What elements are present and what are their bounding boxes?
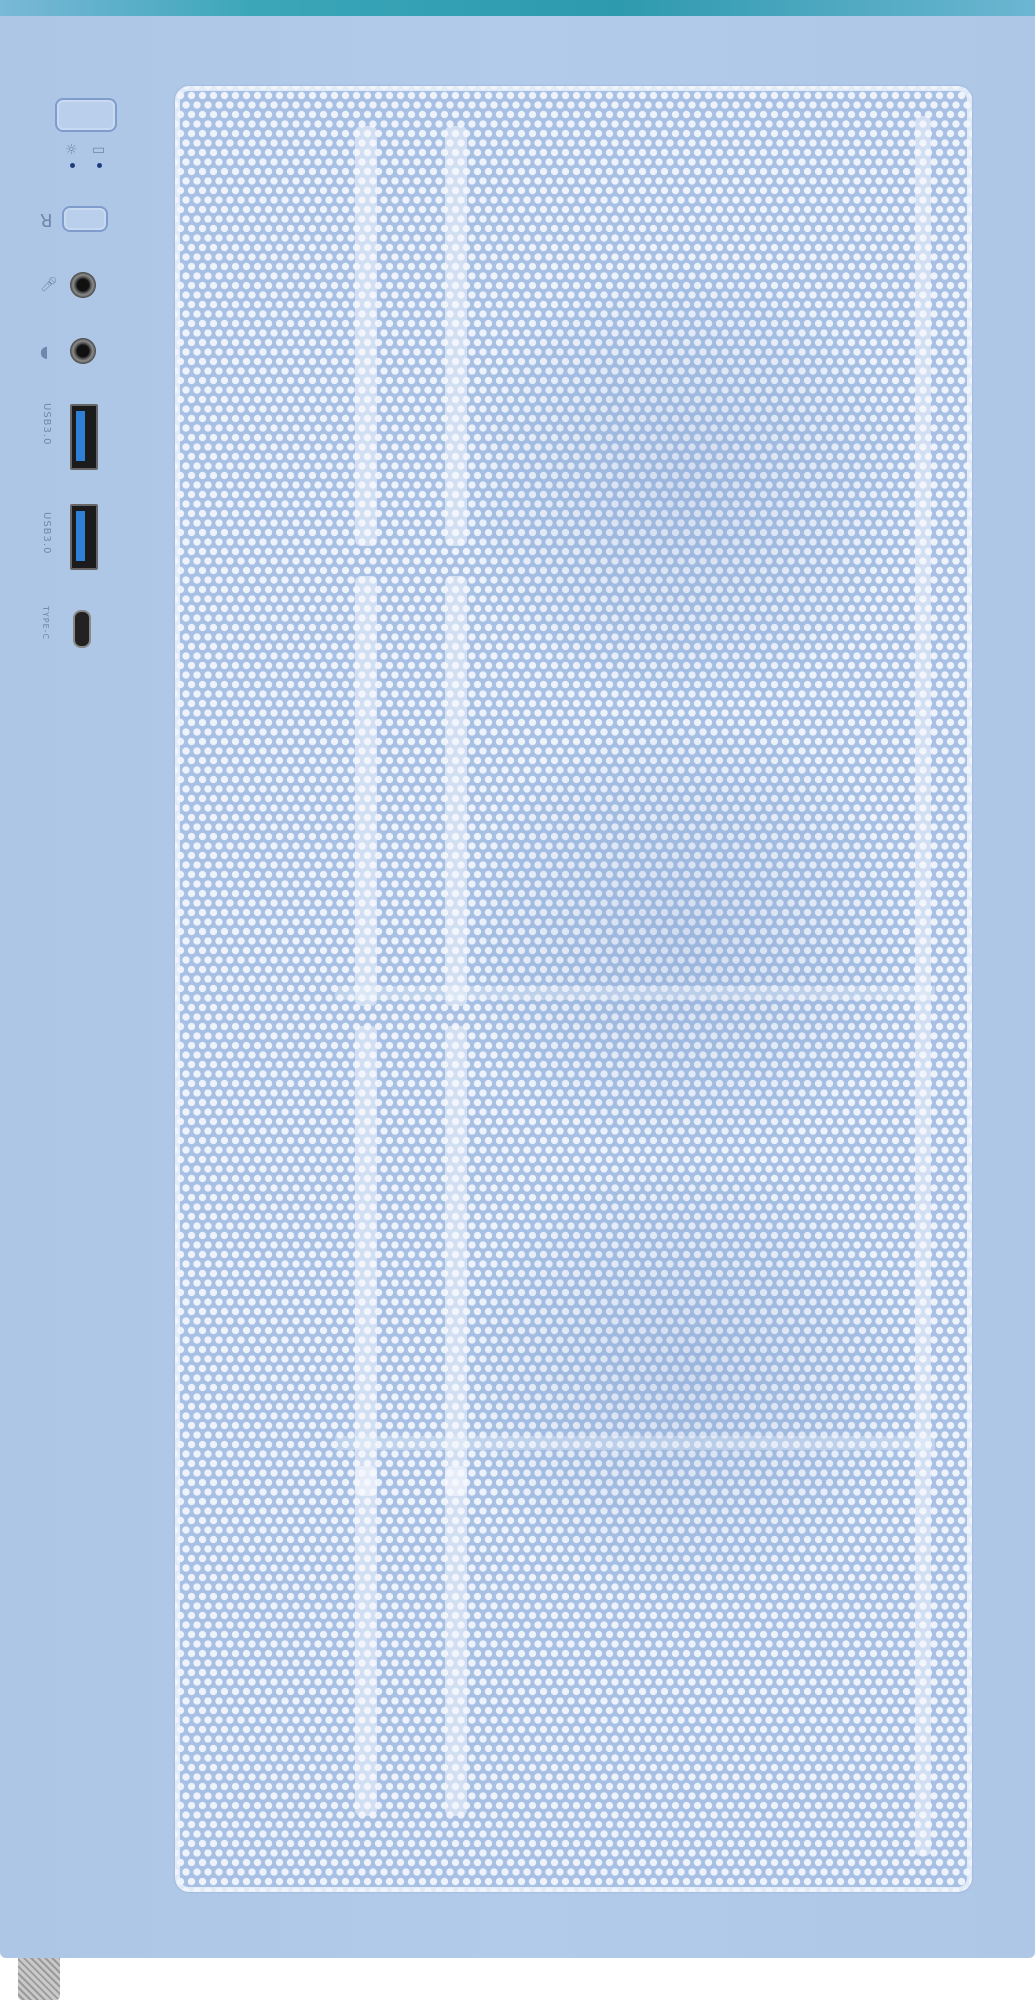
fan-frame-strut — [355, 126, 377, 546]
fan-frame-strut — [445, 576, 467, 1006]
fan-frame-strut — [355, 1466, 377, 1816]
microphone-jack[interactable] — [70, 272, 96, 298]
fan-frame-strut — [445, 1466, 467, 1816]
fan-shadow — [455, 256, 915, 716]
power-led-icon: ☼ — [65, 142, 78, 158]
usb-label: USB3.0 — [41, 403, 52, 446]
fan-frame-strut — [355, 1026, 377, 1496]
fan-frame-crossbar — [335, 986, 935, 1000]
fan-frame-strut — [355, 576, 377, 1006]
fan-shadow — [455, 1146, 915, 1606]
fan-frame-strut — [915, 116, 931, 1856]
pc-case-front: ☼ ▭ R 🎤︎ ◖ USB3.0 USB3.0 TYPE-C — [0, 0, 1035, 1958]
typec-label: TYPE-C — [41, 606, 50, 641]
mesh-front-panel — [175, 86, 972, 1892]
microphone-icon: 🎤︎ — [40, 277, 58, 293]
hdd-led-icon: ▭ — [92, 142, 106, 158]
headphone-jack[interactable] — [70, 338, 96, 364]
hdd-led — [97, 163, 102, 168]
reset-button[interactable] — [62, 206, 108, 232]
fan-frame-crossbar — [335, 1436, 935, 1450]
power-led — [70, 163, 75, 168]
top-glass-edge — [0, 0, 1035, 16]
fan-frame-strut — [445, 126, 467, 546]
case-foot — [18, 1958, 60, 2000]
usb-label: USB3.0 — [41, 512, 52, 555]
usb-typec-port[interactable] — [73, 610, 91, 648]
fan-shadow — [455, 706, 915, 1166]
fan-frame-strut — [445, 1026, 467, 1496]
usb-port[interactable] — [70, 504, 98, 570]
power-button[interactable] — [55, 98, 117, 132]
usb-port[interactable] — [70, 404, 98, 470]
reset-label: R — [40, 209, 53, 230]
headphone-icon: ◖ — [40, 342, 49, 361]
